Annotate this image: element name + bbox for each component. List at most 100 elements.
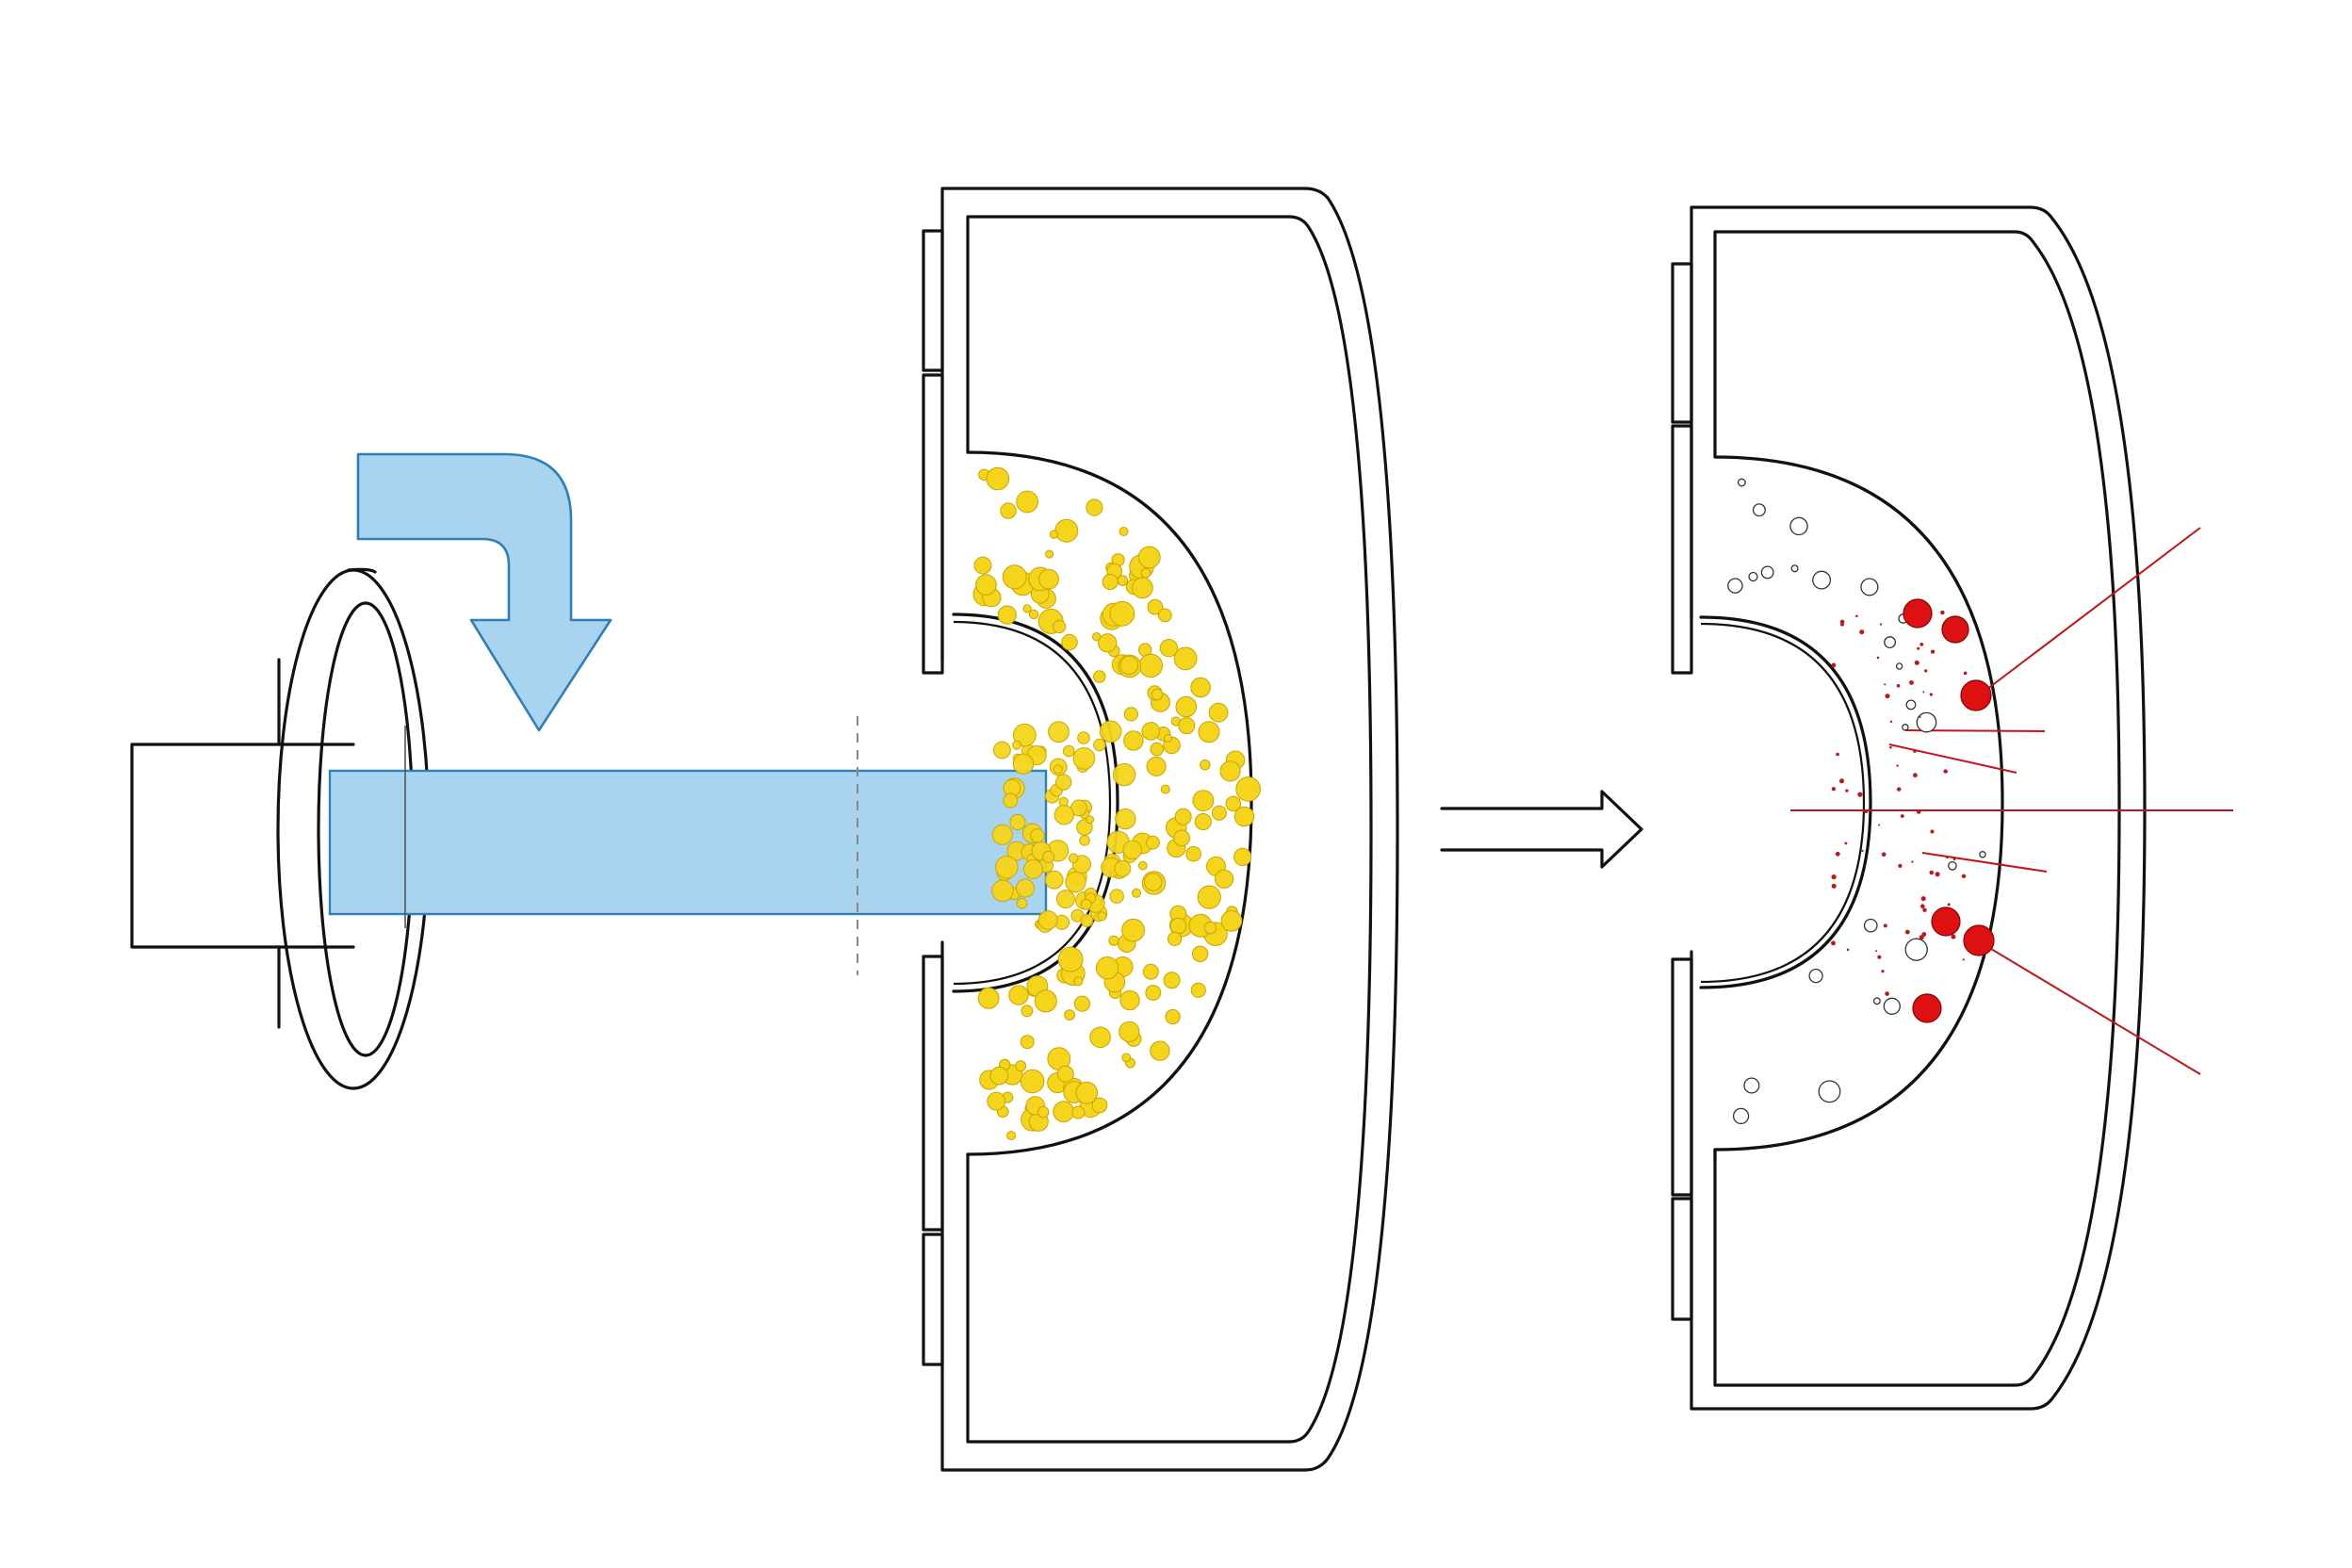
yellow-particle — [1003, 792, 1019, 808]
residue-bubble — [1808, 968, 1823, 984]
chamber-2-cavity-inner — [1699, 615, 1872, 989]
chamber-2-clamp-bottom-1 — [1671, 957, 1693, 1197]
red-spark — [1875, 950, 1877, 953]
yellow-particle — [1044, 870, 1064, 890]
yellow-particle — [1141, 722, 1161, 741]
yellow-particle — [1028, 609, 1039, 620]
yellow-particle — [1192, 790, 1215, 811]
yellow-particle — [1015, 1060, 1027, 1072]
yellow-particle — [1215, 869, 1234, 889]
red-spark — [1920, 904, 1925, 908]
yellow-particle — [1112, 762, 1136, 787]
red-hit — [1903, 598, 1933, 629]
yellow-particle — [1137, 860, 1148, 871]
yellow-particle — [1191, 945, 1209, 962]
yellow-particle — [1220, 909, 1243, 932]
yellow-particle — [986, 466, 1010, 491]
yellow-particle — [1022, 604, 1032, 613]
red-spark — [1881, 970, 1885, 973]
yellow-particle — [1037, 910, 1058, 930]
residue-bubbles — [1727, 478, 1986, 1125]
red-spark — [1880, 623, 1883, 626]
yellow-particle — [1030, 828, 1045, 843]
red-spark — [1919, 935, 1924, 940]
chamber-2 — [1671, 205, 2233, 1411]
red-spark — [1878, 824, 1881, 826]
yellow-particle — [1016, 878, 1035, 898]
yellow-particle — [977, 987, 1000, 1009]
yellow-particle — [1225, 795, 1242, 812]
yellow-particle — [1077, 731, 1090, 744]
red-spark — [1831, 883, 1837, 889]
red-spark — [1935, 872, 1940, 877]
yellow-particle — [1055, 890, 1075, 909]
red-spark — [1831, 940, 1836, 946]
residue-bubble — [1737, 478, 1746, 487]
red-spark — [1931, 649, 1936, 654]
residue-bubble — [1948, 860, 1957, 871]
yellow-particle — [1168, 931, 1183, 947]
yellow-particle — [993, 741, 1011, 760]
red-spark — [1946, 856, 1949, 859]
yellow-particle — [975, 574, 997, 596]
yellow-particle — [1174, 808, 1192, 825]
yellow-particle — [1194, 813, 1212, 831]
residue-bubble — [1748, 571, 1758, 582]
red-sparks — [1831, 610, 1968, 996]
red-spark — [1896, 764, 1899, 767]
red-spark — [1898, 863, 1903, 869]
yellow-particle — [1056, 1065, 1074, 1083]
residue-bubble — [1760, 565, 1774, 580]
red-spark — [1929, 870, 1935, 875]
red-spark — [1930, 829, 1935, 834]
residue-bubble — [1818, 1080, 1841, 1103]
yellow-particle — [1121, 918, 1145, 942]
yellow-particle — [1119, 655, 1139, 675]
red-spark — [1929, 693, 1933, 696]
yellow-particle — [1144, 873, 1163, 891]
yellow-particle — [1131, 577, 1153, 599]
red-spark — [1917, 809, 1921, 814]
residue-bubble — [1863, 918, 1878, 933]
yellow-particle — [1132, 888, 1141, 898]
red-spark — [1889, 745, 1892, 749]
yellow-particle — [1198, 721, 1220, 743]
yellow-particle — [1108, 935, 1119, 946]
yellow-particle — [1006, 1131, 1017, 1141]
residue-bubble — [1905, 699, 1917, 710]
red-spark — [1924, 669, 1928, 673]
yellow-particle — [1102, 573, 1119, 591]
yellow-particle — [1022, 858, 1043, 879]
yellow-particle — [991, 879, 1014, 903]
residue-bubble — [1790, 564, 1799, 573]
yellow-particle — [1146, 835, 1160, 850]
yellow-particle — [1119, 1021, 1140, 1043]
red-hit — [1912, 993, 1942, 1023]
yellow-particle — [1200, 760, 1211, 771]
yellow-particle — [1173, 829, 1190, 847]
red-hit — [1941, 615, 1969, 644]
red-spark — [1861, 849, 1864, 853]
yellow-particle — [1042, 850, 1055, 863]
yellow-particle — [1037, 1105, 1050, 1119]
yellow-particle — [1123, 707, 1139, 722]
residue-bubble — [1727, 578, 1743, 594]
red-spark — [1876, 656, 1880, 660]
red-spark — [1889, 720, 1893, 723]
red-spark — [1839, 778, 1844, 784]
red-spark — [1962, 958, 1965, 961]
beam — [328, 716, 1048, 975]
yellow-particle — [987, 1091, 1006, 1111]
yellow-particle — [1093, 670, 1106, 683]
red-spark — [1836, 752, 1839, 757]
yellow-particle — [1075, 1081, 1099, 1104]
yellow-particle — [1146, 756, 1167, 776]
yellow-particle — [1021, 1004, 1034, 1018]
yellow-particle — [1219, 760, 1241, 782]
red-spark — [1943, 769, 1948, 774]
chamber-1-outer-wall — [940, 187, 1399, 1472]
red-spark — [1840, 622, 1844, 627]
red-spark — [1896, 684, 1901, 688]
flange-top-edge — [347, 567, 377, 574]
